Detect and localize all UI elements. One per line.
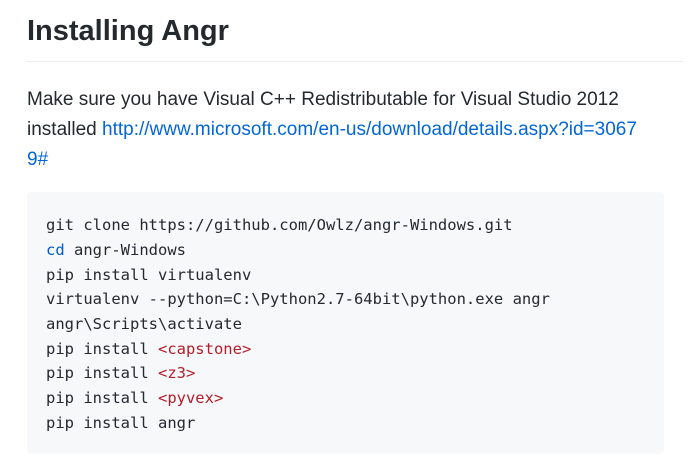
code-line-6: pip install <capstone> bbox=[46, 337, 664, 362]
code-line-4: virtualenv --python=C:\Python2.7-64bit\p… bbox=[46, 290, 550, 309]
code-block[interactable]: git clone https://github.com/Owlz/angr-W… bbox=[27, 192, 664, 455]
pip-install-command: pip install bbox=[46, 389, 158, 408]
code-line-3: pip install virtualenv bbox=[46, 265, 252, 284]
code-line-2: cd angr-Windows bbox=[46, 238, 664, 263]
code-line-8: pip install <pyvex> bbox=[46, 386, 664, 411]
download-link[interactable]: http://www.microsoft.com/en-us/download/… bbox=[27, 119, 637, 171]
section-heading: Installing Angr bbox=[27, 0, 683, 63]
pyvex-placeholder: <pyvex> bbox=[157, 389, 224, 408]
markdown-body: Installing Angr Make sure you have Visua… bbox=[27, 0, 683, 455]
code-line-1: git clone https://github.com/Owlz/angr-W… bbox=[46, 216, 513, 235]
z3-placeholder: <z3> bbox=[157, 364, 196, 383]
code-line-9: pip install angr bbox=[46, 413, 196, 432]
requirements-text: Make sure you have Visual C++ Redistribu… bbox=[27, 89, 619, 141]
code-line-7: pip install <z3> bbox=[46, 361, 664, 386]
pip-install-command: pip install bbox=[46, 364, 158, 383]
cd-keyword: cd bbox=[46, 240, 65, 259]
pip-install-command: pip install bbox=[46, 339, 158, 358]
cd-argument: angr-Windows bbox=[64, 240, 186, 259]
requirements-paragraph: Make sure you have Visual C++ Redistribu… bbox=[27, 85, 637, 175]
capstone-placeholder: <capstone> bbox=[157, 339, 252, 358]
code-line-5: angr\Scripts\activate bbox=[46, 315, 242, 333]
